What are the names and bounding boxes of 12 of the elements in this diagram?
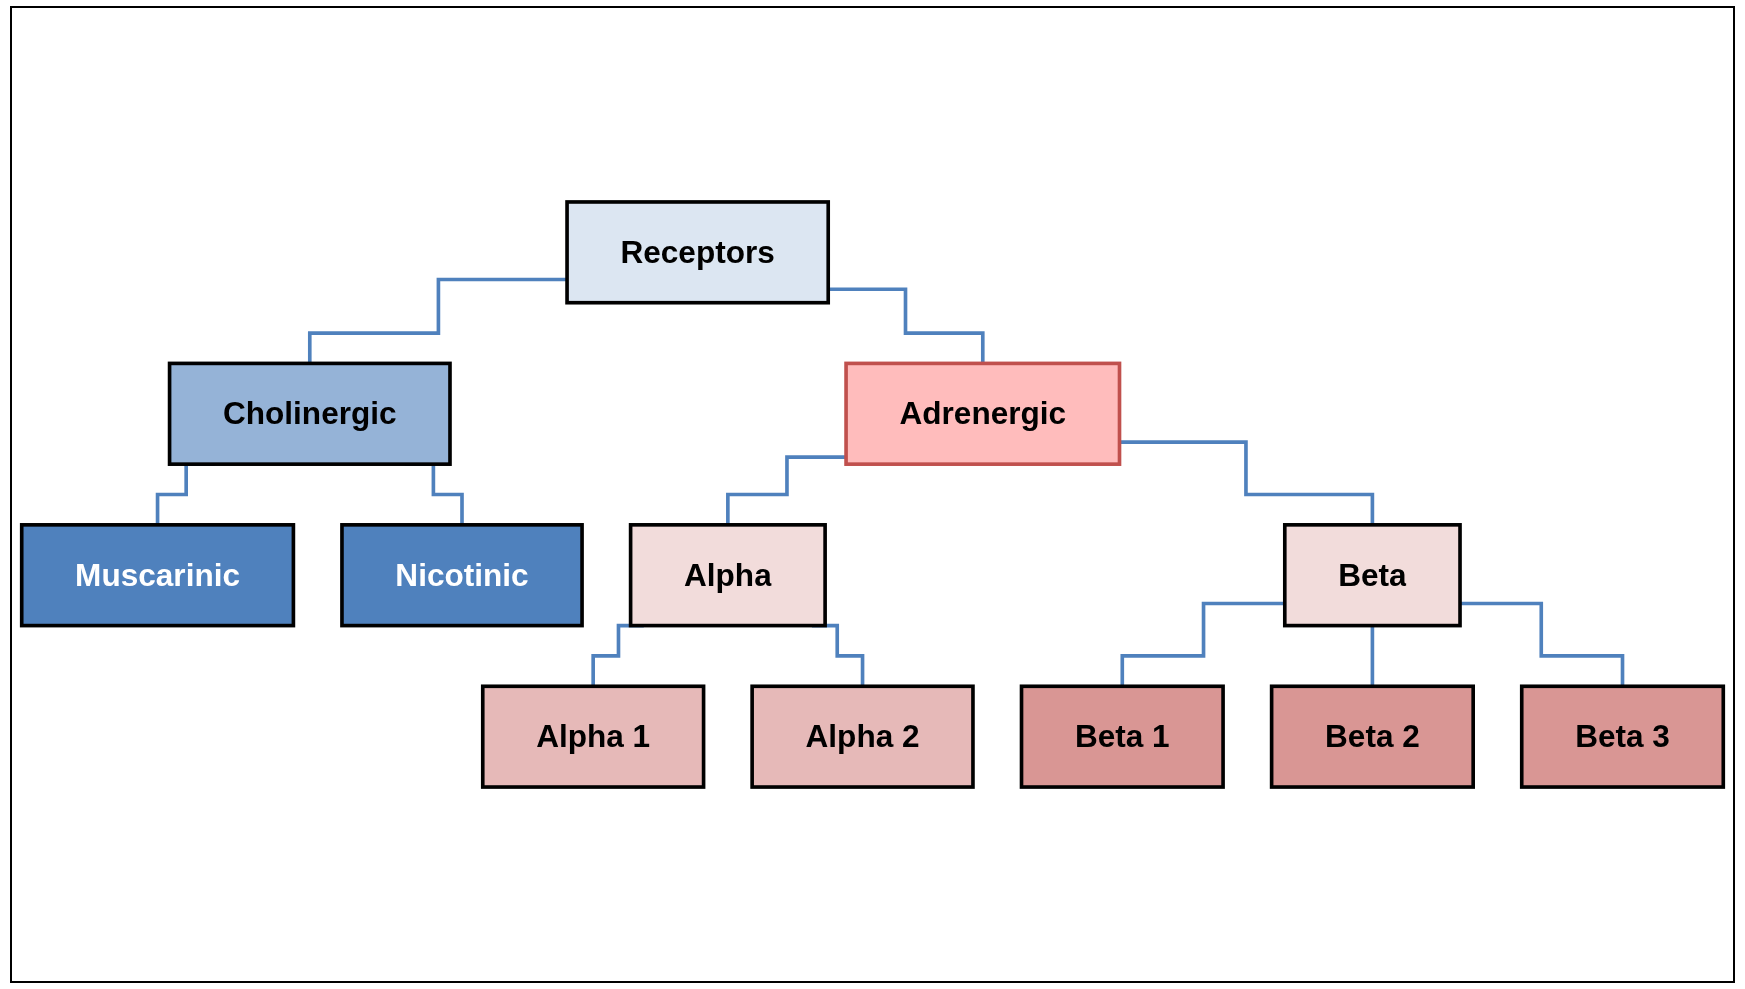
node-box: Alpha 2 — [750, 684, 975, 789]
node-box: Cholinergic — [167, 361, 452, 466]
node-box: Beta — [1282, 523, 1462, 628]
node-box: Nicotinic — [340, 523, 584, 628]
node-box: Receptors — [565, 200, 831, 305]
node-box: Alpha — [628, 523, 827, 628]
node-box: Muscarinic — [19, 523, 296, 628]
node-box: Adrenergic — [844, 361, 1122, 466]
node-box: Beta 3 — [1519, 684, 1726, 789]
node-box: Alpha 1 — [480, 684, 706, 789]
node-box: Beta 2 — [1269, 684, 1475, 789]
node-box: Beta 1 — [1019, 684, 1225, 789]
